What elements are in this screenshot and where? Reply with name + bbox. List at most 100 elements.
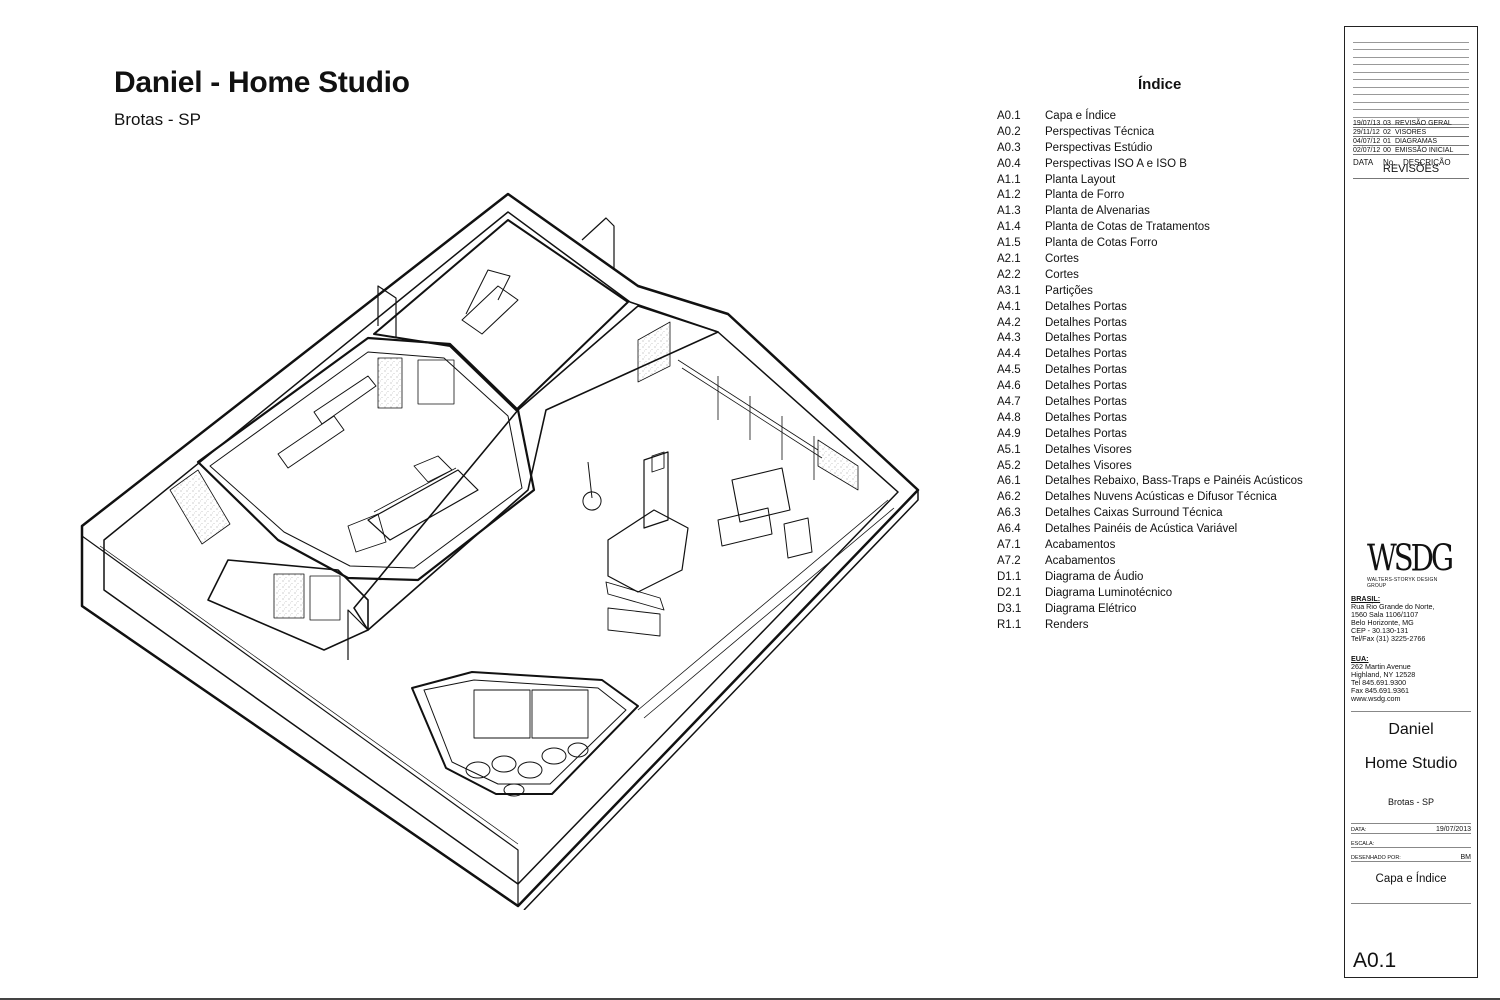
logo-text: WSDG: [1367, 536, 1454, 579]
index-item-code: D2.1: [997, 586, 1022, 599]
index-item-code: A0.2: [997, 125, 1021, 138]
index-item-label: Diagrama de Áudio: [1045, 570, 1144, 583]
index-item-label: Planta Layout: [1045, 173, 1116, 186]
revision-date: 29/11/12: [1353, 129, 1380, 136]
index-item-code: A4.7: [997, 396, 1021, 409]
index-item-label: Planta de Cotas Forro: [1045, 237, 1158, 250]
index-item-label: Planta de Forro: [1045, 189, 1125, 202]
revision-date: 04/07/12: [1353, 138, 1381, 145]
revisions-label: REVISÕES: [1353, 163, 1469, 179]
meta-date: DATA: 19/07/2013: [1351, 821, 1471, 834]
pillar: [643, 451, 669, 529]
divider: [1351, 823, 1471, 824]
index-item-code: A3.1: [997, 284, 1021, 297]
index-item-code: A4.3: [997, 332, 1021, 345]
index-item-code: D3.1: [997, 602, 1022, 615]
revision-no: 03: [1383, 120, 1391, 127]
index-item-code: A0.1: [997, 110, 1021, 122]
guitar: [582, 461, 602, 511]
index-item-label: Detalhes Portas: [1045, 316, 1127, 329]
keyboard-rack: [731, 467, 791, 523]
address-eua: EUA: 262 Martin Avenue Highland, NY 1252…: [1351, 654, 1416, 703]
meta-scale: ESCALA:: [1351, 835, 1471, 848]
index-item: A3.1 Partições: [997, 285, 1303, 301]
index-item-code: D1.1: [997, 570, 1022, 583]
revision-date: 19/07/13: [1353, 120, 1381, 127]
index-item-code: A2.2: [997, 268, 1021, 281]
index-item-label: Perspectivas Estúdio: [1045, 141, 1153, 154]
index-item-label: Detalhes Portas: [1045, 396, 1127, 409]
index-item-label: Cortes: [1045, 268, 1079, 281]
index-item-label: Detalhes Portas: [1045, 411, 1127, 424]
index-item-code: A0.4: [997, 157, 1021, 170]
drum-kit: [465, 742, 589, 797]
index-item-code: A7.2: [997, 554, 1021, 567]
index-item-code: A1.1: [997, 173, 1021, 186]
index-item-code: A0.3: [997, 141, 1021, 154]
index-item-label: Cortes: [1045, 253, 1079, 266]
index-title: Índice: [1138, 76, 1182, 93]
index-item-label: Acabamentos: [1045, 554, 1116, 567]
index-item-label: Detalhes Visores: [1045, 443, 1132, 456]
revision-date: 02/07/12: [1353, 147, 1381, 154]
index-item-label: Perspectivas Técnica: [1045, 125, 1155, 138]
project-name-line2: Home Studio: [1364, 755, 1458, 772]
address-brasil: BRASIL: Rua Rio Grande do Norte, 1560 Sa…: [1351, 594, 1435, 643]
index-item: A0.2 Perspectivas Técnica: [997, 126, 1303, 142]
index-item: A0.3 Perspectivas Estúdio: [997, 142, 1303, 158]
index-item-label: Detalhes Portas: [1045, 348, 1127, 361]
revision-desc: DIAGRAMAS: [1395, 138, 1438, 145]
mixing-console: [367, 469, 479, 541]
index-item-label: Detalhes Rebaixo, Bass-Traps e Painéis A…: [1045, 475, 1303, 488]
index-item: A0.4 Perspectivas ISO A e ISO B: [997, 158, 1303, 174]
index-item-code: A6.3: [997, 507, 1021, 520]
project-name-line1: Daniel: [1388, 721, 1434, 738]
blank-revision-lines: [1353, 35, 1469, 139]
divider: [1351, 711, 1471, 712]
outer-wall: [80, 192, 920, 908]
index-item-label: Renders: [1045, 618, 1089, 631]
index-item-code: A4.1: [997, 300, 1021, 313]
index-item-label: Partições: [1045, 284, 1093, 297]
revision-table-header: DATA No. DESCRIÇÃO: [1353, 158, 1451, 167]
index-item-code: A1.3: [997, 205, 1021, 218]
index-item-code: A7.1: [997, 539, 1021, 552]
index-item-label: Acabamentos: [1045, 539, 1116, 552]
sheet-name: Capa e Índice: [1375, 873, 1447, 885]
index-item-label: Planta de Cotas de Tratamentos: [1045, 221, 1210, 234]
revision-desc: VISORES: [1395, 129, 1427, 136]
inner-wall-outline: [103, 211, 899, 885]
index-item-label: Detalhes Portas: [1045, 427, 1127, 440]
revision-no: 02: [1383, 129, 1391, 136]
index-item-code: A4.6: [997, 380, 1021, 393]
index-item: A7.2 Acabamentos: [997, 555, 1303, 571]
grand-piano: [607, 509, 689, 593]
index-item-code: A6.4: [997, 523, 1021, 536]
index-item-label: Perspectivas ISO A e ISO B: [1045, 157, 1187, 170]
index-item-label: Detalhes Portas: [1045, 300, 1127, 313]
control-room: [196, 336, 536, 582]
index-item-code: A4.5: [997, 364, 1021, 377]
index-item: A1.1 Planta Layout: [997, 174, 1303, 190]
page-subtitle: Brotas - SP: [114, 110, 201, 129]
